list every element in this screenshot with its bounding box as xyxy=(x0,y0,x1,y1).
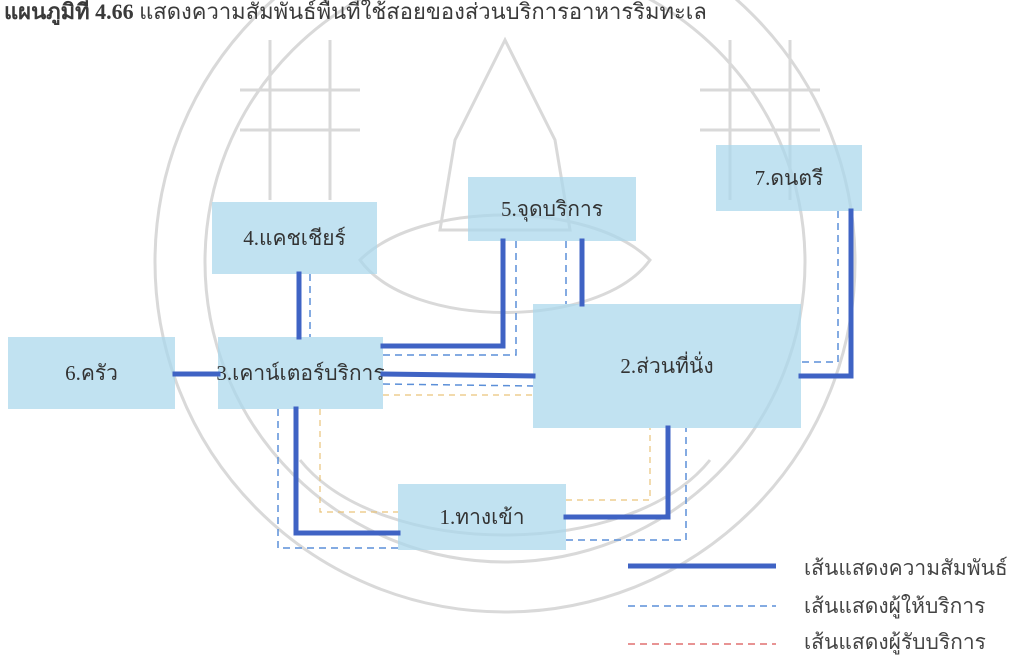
zone-seating-label: 2.ส่วนที่นั่ง xyxy=(620,353,714,378)
zone-music-label: 7.ดนตรี xyxy=(754,165,824,190)
legend-staff-label: เส้นแสดงผู้ให้บริการ xyxy=(804,594,986,618)
zone-entrance-label: 1.ทางเข้า xyxy=(439,504,525,529)
zone-entrance: 1.ทางเข้า xyxy=(398,484,566,550)
legend-customer-line xyxy=(628,643,776,645)
zone-kitchen-label: 6.ครัว xyxy=(65,360,118,385)
figure-title: แสดงความสัมพันธ์พื้นที่ใช้สอยของส่วนบริก… xyxy=(139,0,707,24)
zone-service-point-label: 5.จุดบริการ xyxy=(500,196,604,221)
legend-staff: เส้นแสดงผู้ให้บริการ xyxy=(626,586,1006,622)
staff-entrance-seating xyxy=(566,428,687,541)
relation-entrance-seating xyxy=(563,425,671,520)
customer-entrance-seating xyxy=(566,428,651,501)
zone-service-point: 5.จุดบริการ xyxy=(468,177,636,241)
staff-counter-entrance xyxy=(277,409,398,549)
figure-number: แผนภูมิที่ 4.66 xyxy=(4,0,134,24)
staff-counter-service-point xyxy=(383,241,517,356)
figure-caption: แผนภูมิที่ 4.66 แสดงความสัมพันธ์พื้นที่ใ… xyxy=(4,0,707,29)
relation-music-seating xyxy=(798,208,854,379)
relation-counter-entrance xyxy=(293,406,401,536)
relation-counter-service-point xyxy=(380,238,506,349)
zone-service-counter: 3.เคาน์เตอร์บริการ xyxy=(216,337,385,409)
zone-cashier-label: 4.แคชเชียร์ xyxy=(243,225,346,250)
staff-music-seating xyxy=(801,211,839,363)
zone-cashier: 4.แคชเชียร์ xyxy=(212,202,377,274)
zone-service-counter-label: 3.เคาน์เตอร์บริการ xyxy=(216,360,385,385)
zone-music: 7.ดนตรี xyxy=(716,145,862,211)
legend-relationship-label: เส้นแสดงความสัมพันธ์ xyxy=(804,556,1008,580)
legend-customer-label: เส้นแสดงผู้รับบริการ xyxy=(804,630,986,654)
zone-seating: 2.ส่วนที่นั่ง xyxy=(533,304,801,428)
staff-counter-seating xyxy=(382,383,534,387)
legend-staff-line xyxy=(628,605,776,607)
relation-counter-seating xyxy=(380,371,536,379)
customer-counter-entrance xyxy=(319,409,398,513)
legend-relationship: เส้นแสดงความสัมพันธ์ xyxy=(626,548,1008,584)
zone-kitchen: 6.ครัว xyxy=(8,337,175,409)
legend-relationship-line xyxy=(628,563,776,569)
legend-customer: เส้นแสดงผู้รับบริการ xyxy=(626,622,1006,658)
